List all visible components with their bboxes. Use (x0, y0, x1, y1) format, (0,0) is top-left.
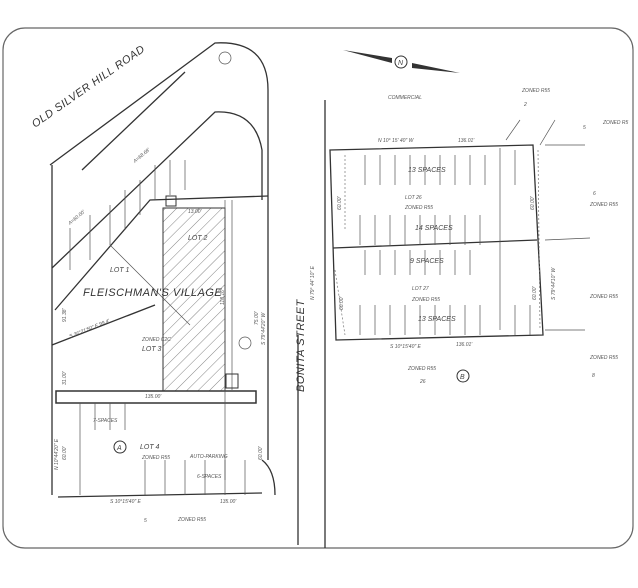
map-label: ZONED R55 (589, 202, 618, 208)
map-label: LOT 26 (405, 195, 422, 201)
map-label: N 79° 44' 10" E (310, 265, 316, 300)
map-label: S 10°15'40" E (390, 344, 422, 350)
map-label: 136.01' (458, 138, 475, 144)
map-label: ZONED R55 (521, 88, 550, 94)
map-label: 13.00' (188, 209, 203, 215)
map-label: 8 (592, 373, 595, 379)
map-label: A (116, 445, 122, 452)
lot-2-3-hatched-area (162, 207, 226, 392)
map-label: S 10°15'40" E (110, 499, 142, 505)
map-label: 7-SPACES (93, 418, 118, 424)
map-label: ZONED R55 (177, 517, 206, 523)
map-label: LOT 3 (142, 346, 162, 353)
north-arrow-icon: N (343, 50, 460, 73)
parcel-b-marker (456, 369, 470, 383)
map-label: S 79°44'10" W (551, 266, 557, 300)
map-label: N 10°44'20" E (54, 438, 60, 470)
map-label: ZONED C2C (141, 337, 171, 343)
map-label: 60.00' (62, 445, 68, 460)
map-label: ZONED R55 (589, 355, 618, 361)
map-label: ZONED R55 (589, 294, 618, 300)
map-label: ZONED R5 (602, 120, 629, 126)
map-label: LOT 27 (412, 286, 429, 292)
map-frame (2, 27, 634, 549)
map-label: LOT 2 (188, 235, 208, 242)
map-label: 31.00' (62, 370, 68, 385)
bonita-street: BONITA STREET N 79° 44' 10" E (295, 100, 326, 548)
map-label: S 79°44'20" W (261, 311, 267, 345)
map-label: 60.00' (532, 285, 538, 300)
map-label: 13 SPACES (418, 316, 456, 323)
map-label: N 10° 15' 40" W (378, 138, 415, 144)
map-label: AUTO-PARKING (189, 454, 228, 460)
map-label: 135.00' (220, 499, 237, 505)
map-label: 60.00' (339, 295, 345, 310)
map-label: LOT 4 (140, 444, 160, 451)
map-label: B (460, 374, 465, 381)
map-label: 5 (583, 125, 586, 131)
map-label: 6 (593, 191, 596, 197)
map-label: 2 (523, 102, 527, 108)
map-label: 91.38' (62, 307, 68, 322)
subdivision-label: FLEISCHMAN'S VILLAGE (83, 287, 222, 299)
map-label: 5 (144, 518, 147, 524)
map-label: N (398, 60, 404, 67)
map-label: LOT 1 (110, 267, 130, 274)
parcel-b: B COMMERCIAL ZONED R55 2 N 10° 15' 40" W… (329, 88, 629, 385)
map-label: ZONED R55 (411, 297, 440, 303)
map-label: 6-SPACES (197, 474, 222, 480)
map-label: 26 (419, 379, 426, 385)
map-label: 14 SPACES (415, 225, 453, 232)
map-label: 118.16' (220, 288, 226, 305)
map-label: COMMERCIAL (388, 95, 422, 101)
map-label: 60.00' (530, 195, 536, 210)
map-label: 13 SPACES (408, 167, 446, 174)
map-label: ZONED R55 (141, 455, 170, 461)
parcel-a-marker (113, 440, 127, 454)
map-label: 9 SPACES (410, 258, 444, 265)
map-label: 136.01' (456, 342, 473, 348)
map-label: ZONED R55 (407, 366, 436, 372)
map-label: 60.00' (258, 445, 264, 460)
street-label: BONITA STREET (295, 299, 307, 392)
map-label: ZONED R55 (404, 205, 433, 211)
map-label: 75.00' (254, 310, 260, 325)
map-label: 135.00' (145, 394, 162, 400)
map-label: 60.00' (337, 195, 343, 210)
